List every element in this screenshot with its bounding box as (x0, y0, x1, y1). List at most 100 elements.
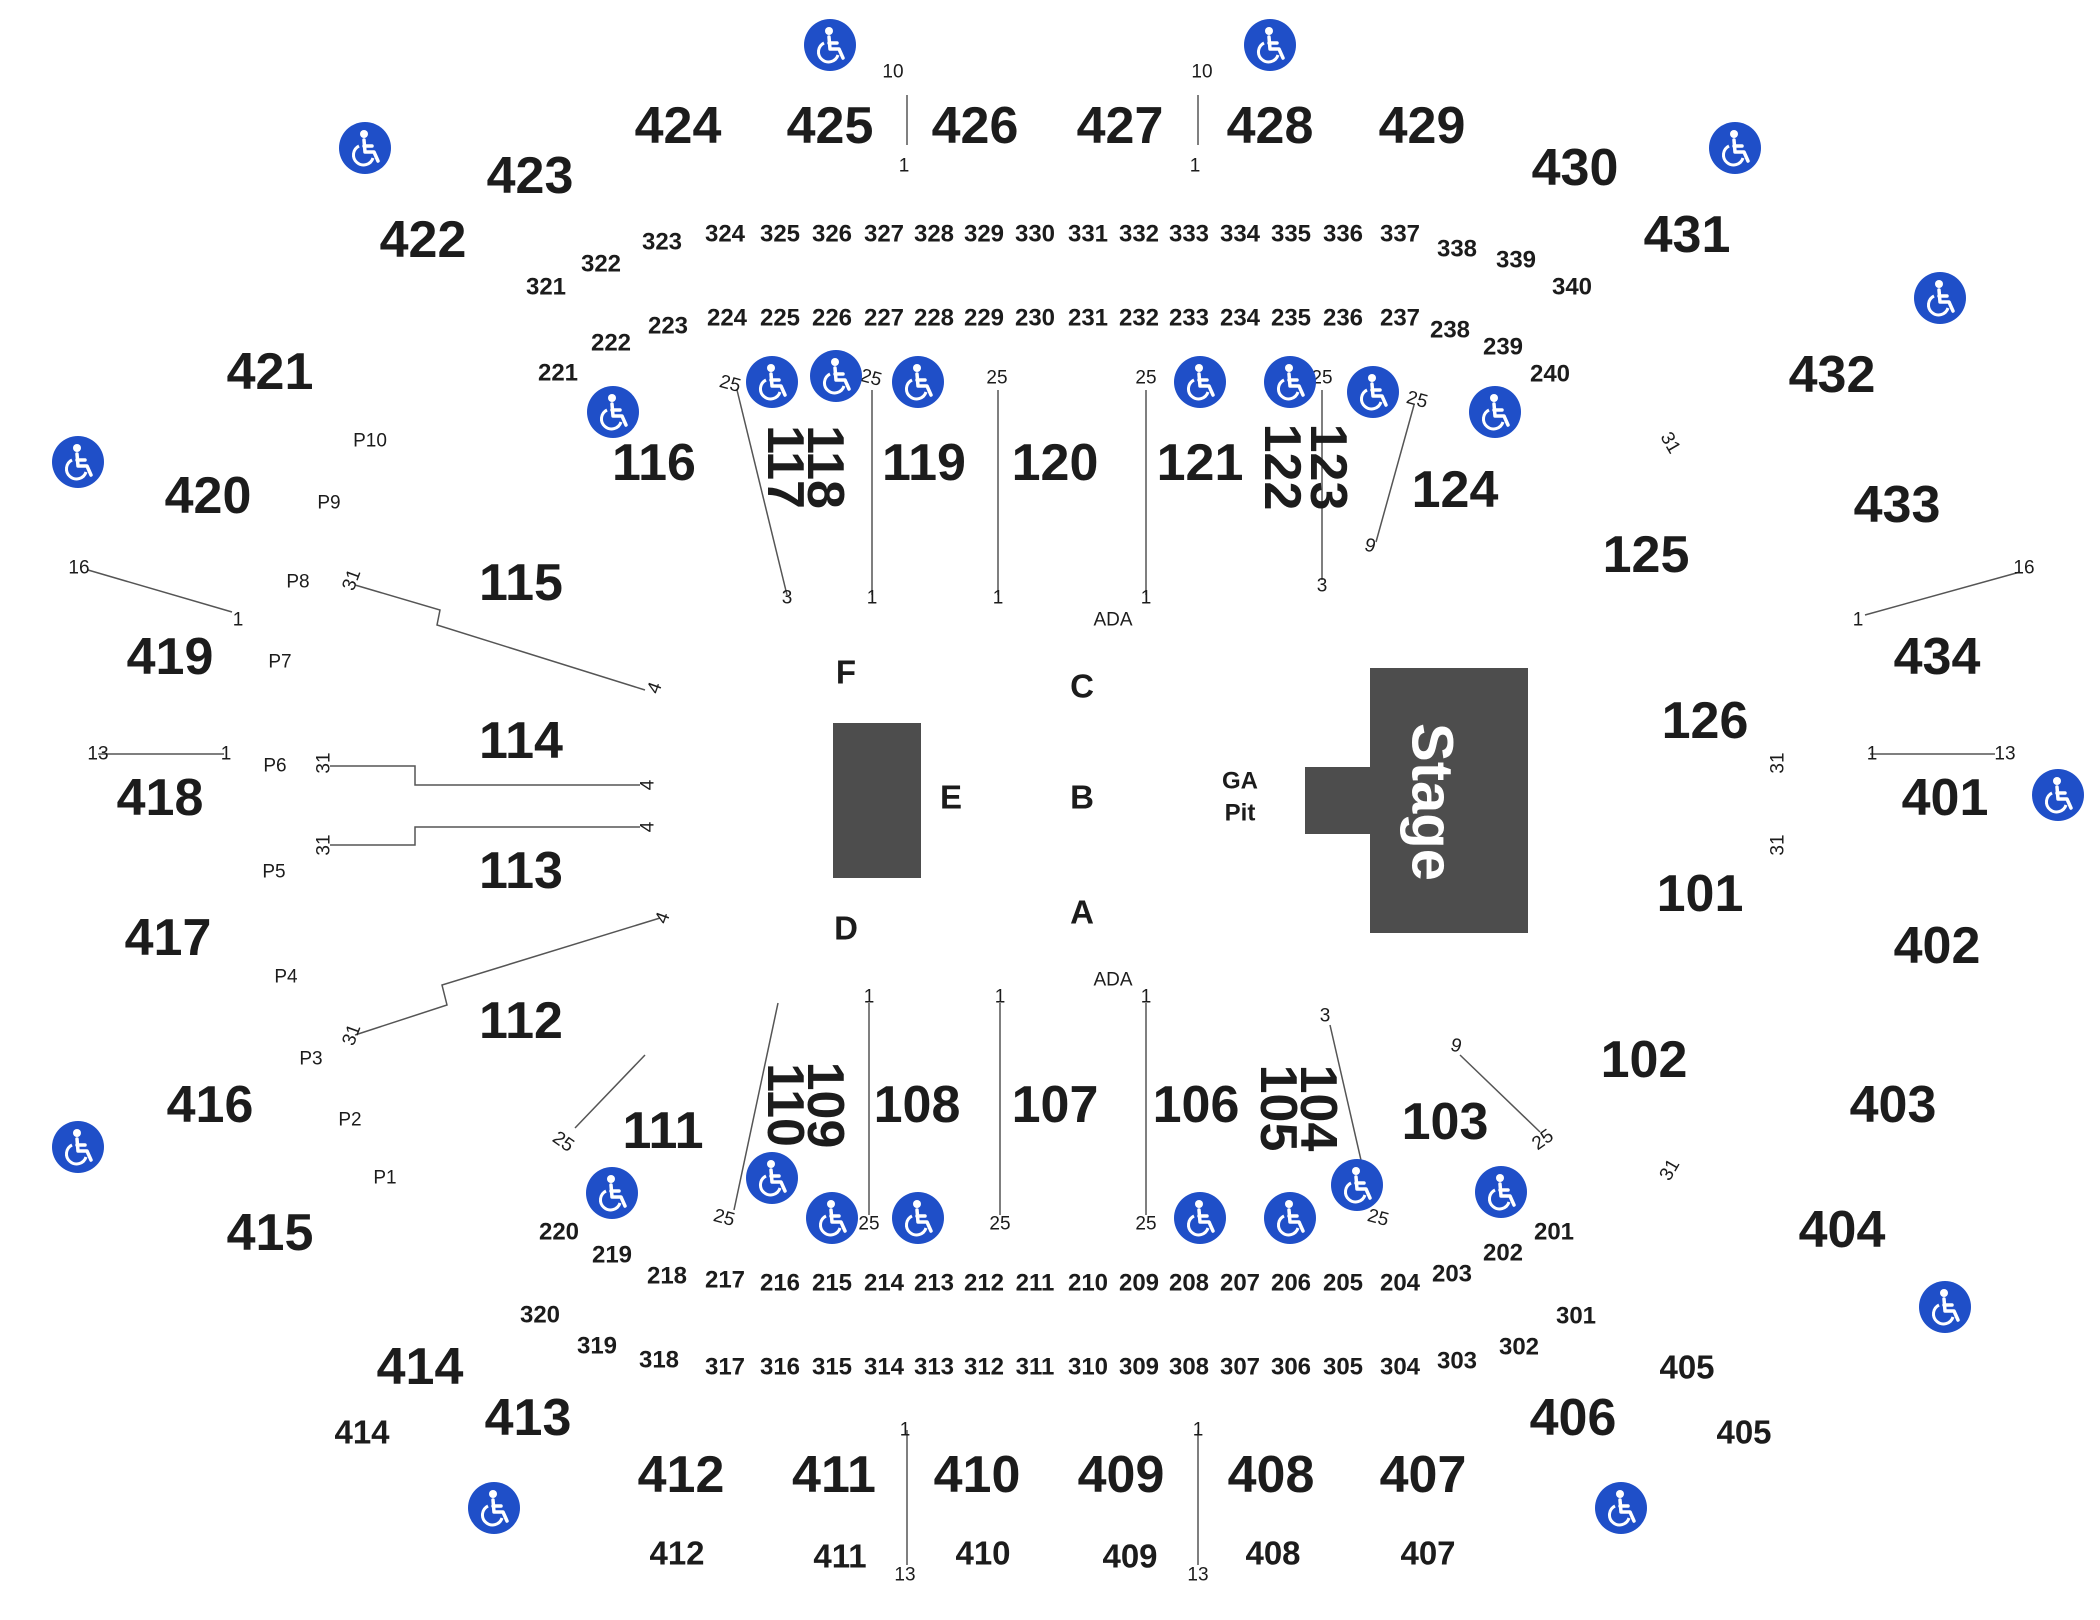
wheelchair-icon[interactable] (1469, 386, 1521, 438)
section-400-level: 405 (1716, 1414, 1771, 1451)
section-400-level: 421 (227, 343, 314, 401)
section-200-level: 204 (1380, 1270, 1421, 1297)
stage (1370, 668, 1528, 933)
floor-section-letter: A (1070, 894, 1094, 931)
section-400-level: 408 (1228, 1446, 1315, 1504)
premium-section: P9 (317, 493, 340, 514)
wheelchair-icon[interactable] (1709, 122, 1761, 174)
section-300-level: 335 (1271, 221, 1311, 248)
wheelchair-icon[interactable] (52, 436, 104, 488)
section-100-level: 115 (479, 554, 563, 612)
row-number-marker: 1 (1867, 744, 1878, 765)
wheelchair-icon[interactable] (1914, 272, 1966, 324)
section-200-level: 226 (812, 305, 852, 332)
premium-section: P5 (262, 862, 285, 883)
ga-pit-label: GA (1222, 768, 1258, 795)
section-400-level: 403 (1850, 1076, 1937, 1134)
section-300-level: 329 (964, 221, 1004, 248)
wheelchair-icon[interactable] (1174, 1192, 1226, 1244)
section-300-level: 320 (520, 1302, 560, 1329)
wheelchair-icon[interactable] (1264, 356, 1316, 408)
row-number-marker: 25 (986, 368, 1007, 389)
stage-label: Stage (1400, 723, 1465, 881)
section-400-level: 422 (380, 211, 467, 269)
wheelchair-icon[interactable] (339, 122, 391, 174)
row-number-marker: 9 (1448, 1034, 1464, 1057)
wheelchair-icon[interactable] (1331, 1159, 1383, 1211)
wheelchair-icon[interactable] (1347, 366, 1399, 418)
wheelchair-icon[interactable] (892, 356, 944, 408)
row-number-marker: 25 (1135, 368, 1156, 389)
section-100-level: 113 (479, 842, 563, 900)
section-300-level: 302 (1499, 1334, 1539, 1361)
wheelchair-icon[interactable] (746, 1152, 798, 1204)
section-400-level: 434 (1894, 628, 1981, 686)
row-number-marker: 13 (1994, 744, 2015, 765)
row-number-marker: 1 (1853, 610, 1864, 631)
section-400-level: 419 (127, 628, 214, 686)
row-number-marker: 1 (867, 588, 878, 609)
row-number-marker: 13 (87, 744, 108, 765)
section-200-level: 214 (864, 1270, 905, 1297)
section-100-level: 123 (1299, 424, 1357, 511)
section-200-level: 227 (864, 305, 904, 332)
section-200-level: 206 (1271, 1270, 1311, 1297)
premium-section: P10 (353, 431, 387, 452)
section-400-level: 424 (635, 97, 722, 155)
section-300-level: 301 (1556, 1303, 1596, 1330)
row-number-marker: 25 (989, 1214, 1010, 1235)
wheelchair-icon[interactable] (810, 350, 862, 402)
section-300-level: 315 (812, 1354, 852, 1381)
section-400-level: 426 (932, 97, 1019, 155)
section-400-level: 416 (167, 1076, 254, 1134)
row-number-marker: 25 (1365, 1205, 1391, 1231)
wheelchair-icon[interactable] (52, 1121, 104, 1173)
wheelchair-icon[interactable] (586, 1167, 638, 1219)
section-200-level: 229 (964, 305, 1004, 332)
section-100-level: 109 (796, 1062, 854, 1149)
section-200-level: 231 (1068, 305, 1108, 332)
row-number-marker: 25 (1135, 1214, 1156, 1235)
wheelchair-icon[interactable] (1264, 1192, 1316, 1244)
row-number-marker: 25 (1404, 387, 1430, 413)
section-200-level: 224 (707, 305, 748, 332)
section-400-level: 428 (1227, 97, 1314, 155)
section-300-level: 303 (1437, 1348, 1477, 1375)
premium-section: P2 (338, 1110, 361, 1131)
section-100-level: 117 (756, 425, 814, 509)
wheelchair-icon[interactable] (2032, 769, 2084, 821)
section-200-level: 237 (1380, 305, 1420, 332)
section-400-level: 402 (1894, 917, 1981, 975)
wheelchair-icon[interactable] (892, 1192, 944, 1244)
section-100-level: 111 (622, 1102, 703, 1160)
premium-section: P8 (286, 572, 309, 593)
section-100-level: 103 (1402, 1093, 1489, 1151)
section-100-level: 108 (874, 1076, 961, 1134)
section-400-level: 433 (1854, 476, 1941, 534)
wheelchair-icon[interactable] (1595, 1482, 1647, 1534)
wheelchair-icon[interactable] (804, 19, 856, 71)
section-200-level: 236 (1323, 305, 1363, 332)
section-300-level: 309 (1119, 1354, 1159, 1381)
section-100-level: 106 (1153, 1076, 1240, 1134)
premium-section: P7 (268, 652, 291, 673)
wheelchair-icon[interactable] (806, 1192, 858, 1244)
section-100-level: 119 (882, 434, 966, 492)
section-200-level: 222 (591, 330, 631, 357)
wheelchair-icon[interactable] (1919, 1281, 1971, 1333)
wheelchair-icon[interactable] (746, 356, 798, 408)
section-400-level: 409 (1102, 1538, 1157, 1575)
row-number-marker: 25 (1311, 368, 1332, 389)
wheelchair-icon[interactable] (468, 1482, 520, 1534)
section-200-level: 218 (647, 1263, 687, 1290)
wheelchair-icon[interactable] (1174, 356, 1226, 408)
wheelchair-icon[interactable] (587, 386, 639, 438)
section-400-level: 412 (649, 1535, 704, 1572)
wheelchair-icon[interactable] (1475, 1166, 1527, 1218)
row-number-marker: 16 (2013, 558, 2034, 579)
section-400-level: 414 (334, 1414, 390, 1451)
section-200-level: 217 (705, 1267, 745, 1294)
wheelchair-icon[interactable] (1244, 19, 1296, 71)
row-number-marker: 16 (68, 558, 89, 579)
